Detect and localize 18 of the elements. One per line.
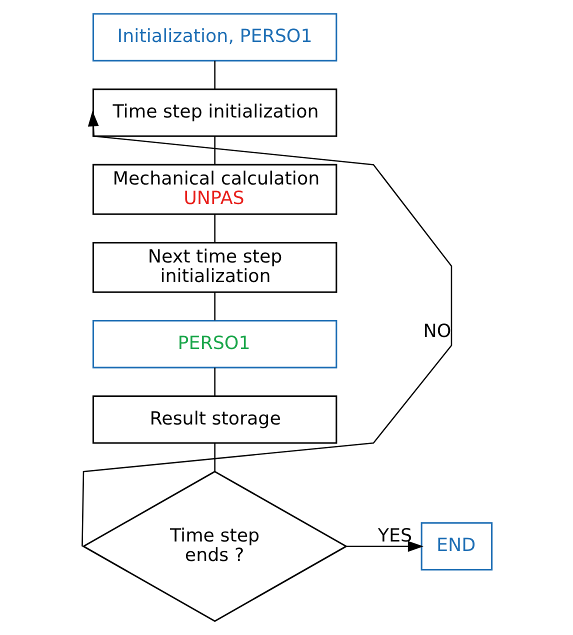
connector [214, 136, 215, 164]
node-box: Result storage [92, 395, 337, 444]
edge-label: NO [422, 320, 451, 342]
arrow [346, 540, 424, 552]
arrow [81, 110, 452, 546]
node-box: Next time step initialization [92, 242, 337, 293]
node-box: Mechanical calculation UNPAS [92, 164, 337, 215]
connector [214, 368, 215, 396]
node-box: Time step initialization [92, 88, 337, 137]
connector [214, 443, 215, 472]
node-box: END [420, 522, 492, 571]
node-box: Initialization, PERSO1 [92, 13, 337, 62]
connector [214, 60, 215, 90]
node-diamond: Time step ends ? [81, 470, 348, 622]
connector [214, 292, 215, 320]
node-box: PERSO1 [92, 320, 337, 368]
connector [214, 214, 215, 242]
edge-label: YES [377, 525, 412, 546]
